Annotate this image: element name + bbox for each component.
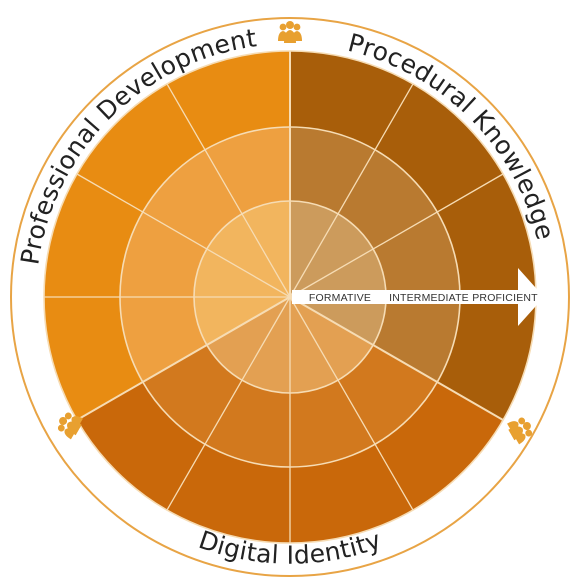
wheel-segment-digital-identity-ring-2 — [338, 345, 438, 445]
wheel-segment-digital-identity-ring-2 — [290, 380, 375, 467]
spoke-dividers — [44, 51, 536, 543]
wheel-segment-professional-development-ring-1 — [194, 297, 290, 345]
wheel-segment-procedural-knowledge-ring-2 — [338, 149, 438, 249]
arrow-stage-formative: FORMATIVE — [309, 292, 371, 304]
wheel-segment-digital-identity-ring-3 — [167, 444, 290, 543]
people-group-icon — [57, 412, 83, 440]
wheel-segment-professional-development-ring-2 — [142, 149, 242, 249]
spoke-line — [289, 173, 504, 298]
people-group-icon — [278, 21, 302, 43]
wheel-segment-professional-development-ring-1 — [194, 249, 290, 297]
wheel-segment-professional-development-ring-1 — [206, 213, 290, 297]
people-group-icon — [507, 417, 533, 445]
spoke-line — [289, 83, 414, 298]
wheel-segment-digital-identity-ring-1 — [290, 297, 374, 381]
arrow-stage-intermediate: INTERMEDIATE — [389, 292, 469, 304]
outer-ring — [10, 17, 570, 577]
arrow-shape — [292, 268, 544, 326]
wheel-segment-procedural-knowledge-ring-3 — [437, 297, 536, 420]
wheel-segment-digital-identity-ring-1 — [290, 297, 338, 393]
spoke-line — [289, 296, 414, 511]
wheel-segment-procedural-knowledge-ring-2 — [290, 127, 375, 214]
wheel-segment-professional-development-ring-2 — [120, 297, 207, 382]
wheel-segment-procedural-knowledge-ring-3 — [437, 174, 536, 297]
spoke-line — [166, 83, 291, 298]
wheel-segment-professional-development-ring-3 — [44, 174, 143, 297]
wheel-segment-professional-development-ring-2 — [205, 127, 290, 214]
wheel-segment-digital-identity-ring-3 — [375, 382, 504, 511]
wheel-segment-digital-identity-ring-3 — [76, 382, 205, 511]
wheel-segment-procedural-knowledge-ring-1 — [290, 297, 386, 345]
wheel-segment-procedural-knowledge-ring-2 — [373, 297, 460, 382]
spoke-line — [166, 296, 291, 511]
wheel-segment-professional-development-ring-1 — [242, 201, 290, 297]
wheel-segment-professional-development-ring-2 — [120, 212, 207, 297]
sector-divider — [76, 296, 291, 421]
wheel-segment-professional-development-ring-3 — [167, 51, 290, 150]
wheel-segment-procedural-knowledge-ring-3 — [375, 83, 504, 212]
wheel-segment-procedural-knowledge-ring-1 — [290, 201, 338, 297]
wheel-segment-procedural-knowledge-ring-1 — [290, 213, 374, 297]
wheel-segment-professional-development-ring-3 — [44, 297, 143, 420]
wheel-segment-digital-identity-ring-3 — [290, 444, 413, 543]
wheel-segment-digital-identity-ring-1 — [206, 297, 290, 381]
sector-divider — [289, 296, 504, 421]
spoke-line — [76, 173, 291, 298]
wheel-segments — [44, 51, 536, 543]
wheel-segment-digital-identity-ring-2 — [205, 380, 290, 467]
progression-arrow: FORMATIVE INTERMEDIATE PROFICIENT — [292, 268, 544, 326]
arrow-stage-proficient: PROFICIENT — [472, 292, 538, 304]
wheel-segment-procedural-knowledge-ring-3 — [290, 51, 413, 150]
wheel-segment-procedural-knowledge-ring-1 — [290, 249, 386, 297]
wheel-segment-digital-identity-ring-1 — [242, 297, 290, 393]
wheel-segment-digital-identity-ring-2 — [142, 345, 242, 445]
wheel-segment-professional-development-ring-3 — [76, 83, 205, 212]
wheel-segment-procedural-knowledge-ring-2 — [373, 212, 460, 297]
